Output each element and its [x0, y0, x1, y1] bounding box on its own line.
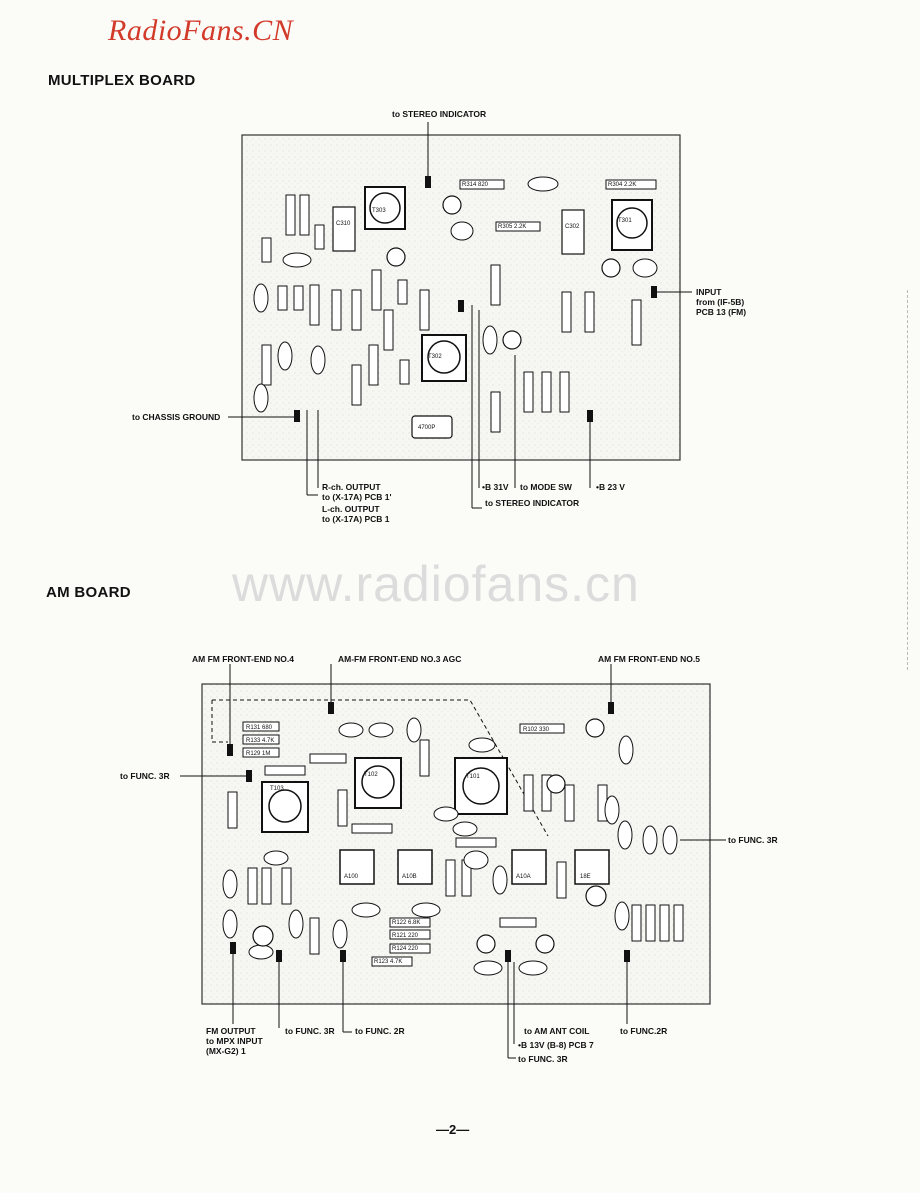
svg-text:18E: 18E — [580, 874, 591, 880]
svg-text:R131 680: R131 680 — [246, 725, 273, 731]
multiplex-board: R314 820 R304 2.2K R305 2.2K T303 T301 T… — [228, 122, 692, 509]
fm-output-label-1: FM OUTPUT — [206, 1026, 256, 1036]
svg-text:R124 220: R124 220 — [392, 946, 419, 952]
svg-text:T302: T302 — [428, 354, 442, 360]
svg-text:A10B: A10B — [402, 874, 417, 880]
input-label-1: INPUT — [696, 287, 722, 297]
svg-text:T303: T303 — [372, 208, 386, 214]
svg-text:R121 220: R121 220 — [392, 933, 419, 939]
am-board-title: AM BOARD — [46, 584, 131, 601]
transistor-q302 — [502, 330, 522, 350]
am-board: R131 680 R133 4.7K R129 1M R102 330 T103… — [180, 664, 726, 1059]
b23v-label: •B 23 V — [596, 482, 625, 492]
svg-text:R133 4.7K: R133 4.7K — [246, 738, 274, 744]
svg-text:R123 4.7K: R123 4.7K — [374, 959, 402, 965]
b31v-label: •B 31V — [482, 482, 509, 492]
svg-text:R102 330: R102 330 — [523, 727, 550, 733]
mode-sw-label: to MODE SW — [520, 482, 573, 492]
svg-text:R304 2.2K: R304 2.2K — [608, 182, 636, 188]
svg-text:R122 6.8K: R122 6.8K — [392, 920, 420, 926]
svg-text:C310: C310 — [336, 221, 351, 227]
multiplex-resistors — [261, 179, 657, 433]
svg-text:T101: T101 — [466, 774, 480, 780]
fm-output-label-2: to MPX INPUT — [206, 1036, 263, 1046]
svg-text:T102: T102 — [364, 772, 378, 778]
stereo-indicator-top-label: to STEREO INDICATOR — [392, 109, 486, 119]
rch-output-label-2: to (X-17A) PCB 1' — [322, 492, 392, 502]
capacitor-c302 — [561, 209, 585, 255]
multiplex-diodes — [261, 224, 410, 385]
fm-output-label-3: (MX-G2) 1 — [206, 1046, 246, 1056]
chassis-ground-label: to CHASSIS GROUND — [132, 412, 220, 422]
frontend5-label: AM FM FRONT-END NO.5 — [598, 654, 700, 664]
watermark-top: RadioFans.CN — [108, 14, 294, 47]
multiplex-wires — [228, 122, 692, 509]
frontend4-label: AM FM FRONT-END NO.4 — [192, 654, 294, 664]
multiplex-labels: to STEREO INDICATOR INPUT from (IF-5B) P… — [132, 109, 746, 524]
multiplex-board-title: MULTIPLEX BOARD — [48, 72, 196, 89]
scan-edge — [907, 290, 920, 670]
rch-output-label-1: R-ch. OUTPUT — [322, 482, 381, 492]
svg-text:T301: T301 — [618, 218, 632, 224]
lch-output-label-1: L-ch. OUTPUT — [322, 504, 380, 514]
func2r-right-label: to FUNC.2R — [620, 1026, 667, 1036]
svg-text:T103: T103 — [270, 786, 284, 792]
input-label-2: from (IF-5B) — [696, 297, 744, 307]
svg-text:R305 2.2K: R305 2.2K — [498, 224, 526, 230]
multiplex-component-marks: R314 820 R304 2.2K R305 2.2K T303 T301 T… — [336, 182, 636, 431]
input-label-3: PCB 13 (FM) — [696, 307, 746, 317]
am-ovals — [222, 717, 678, 976]
func3r-b2-label: to FUNC. 3R — [518, 1054, 568, 1064]
transistor-q301 — [601, 258, 621, 278]
am-resistors — [227, 721, 684, 967]
am-if-cans — [339, 849, 610, 885]
am-ant-coil-label: to AM ANT COIL — [524, 1026, 589, 1036]
svg-text:R314 820: R314 820 — [462, 182, 489, 188]
multiplex-ovals — [253, 176, 658, 413]
svg-text:C302: C302 — [565, 224, 580, 230]
multiplex-pins — [294, 176, 657, 422]
am-labels: AM FM FRONT-END NO.4 AM-FM FRONT-END NO.… — [120, 654, 778, 1064]
capacitor-c306 — [411, 415, 453, 439]
b13v-label: •B 13V (B-8) PCB 7 — [518, 1040, 594, 1050]
lch-output-label-2: to (X-17A) PCB 1 — [322, 514, 390, 524]
frontend3-label: AM-FM FRONT-END NO.3 AGC — [338, 654, 461, 664]
am-transistors — [252, 718, 607, 954]
am-pins — [227, 702, 630, 962]
page-number: —2— — [436, 1122, 470, 1137]
svg-text:4700P: 4700P — [418, 425, 435, 431]
svg-text:A100: A100 — [344, 874, 359, 880]
func2r-bottom-label: to FUNC. 2R — [355, 1026, 405, 1036]
watermark-center: www.radiofans.cn — [232, 556, 640, 612]
svg-text:R129 1M: R129 1M — [246, 751, 270, 757]
func3r-bottom-label: to FUNC. 3R — [285, 1026, 335, 1036]
func3r-left-label: to FUNC. 3R — [120, 771, 170, 781]
am-wires — [180, 664, 726, 1059]
transistor-q303 — [386, 247, 406, 267]
svg-text:A10A: A10A — [516, 874, 531, 880]
stereo-indicator-bottom-label: to STEREO INDICATOR — [485, 498, 579, 508]
transistor-q304 — [442, 195, 462, 215]
am-component-marks: R131 680 R133 4.7K R129 1M R102 330 T103… — [246, 725, 591, 965]
capacitor-c310 — [332, 206, 356, 252]
func3r-right-label: to FUNC. 3R — [728, 835, 778, 845]
